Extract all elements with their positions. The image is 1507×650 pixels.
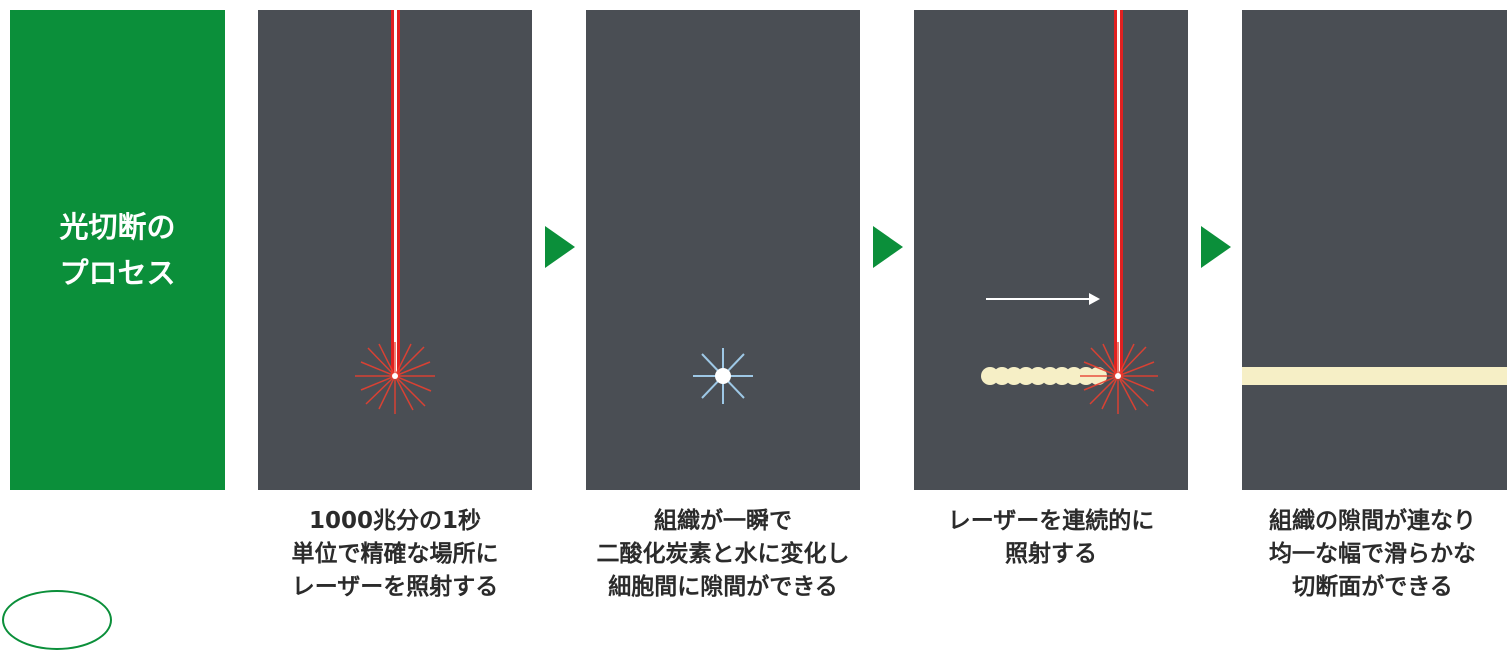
step-4-illustration: [1242, 367, 1507, 385]
step-1-caption: 1000兆分の1秒 単位で精確な場所に レーザーを照射する: [291, 508, 499, 600]
process-title-box: 光切断の プロセス: [10, 10, 225, 490]
laser-beam-core: [394, 10, 397, 378]
process-title: 光切断の プロセス: [59, 210, 176, 290]
step-1-illustration: [355, 10, 435, 414]
step-2-panel: [586, 10, 860, 490]
step-2-caption: 組織が一瞬で 二酸化炭素と水に変化し 細胞間に隙間ができる: [596, 508, 850, 600]
step-2-illustration: [693, 348, 753, 404]
step-arrow-1: [545, 226, 575, 268]
step-3-illustration: [981, 10, 1158, 414]
step-arrow-2: [873, 226, 903, 268]
laser-spark-burst: [355, 342, 435, 414]
step-1-panel: [258, 10, 532, 490]
laser-spark-burst: [1080, 342, 1158, 414]
step-arrow-3: [1201, 226, 1231, 268]
laser-focus-point: [392, 373, 398, 379]
cavity-point: [715, 368, 731, 384]
step-4-panel: [1242, 10, 1507, 490]
laser-focus-point: [1115, 373, 1121, 379]
decorative-circle: [2, 590, 112, 650]
step-4-caption: 組織の隙間が連なり 均一な幅で滑らかな 切断面ができる: [1269, 508, 1476, 600]
cut-line: [1242, 367, 1507, 385]
direction-arrow-head: [1089, 293, 1100, 305]
step-3-panel: [914, 10, 1188, 490]
step-3-caption: レーザーを連続的に 照射する: [947, 508, 1155, 567]
laser-beam-core: [1117, 10, 1120, 378]
